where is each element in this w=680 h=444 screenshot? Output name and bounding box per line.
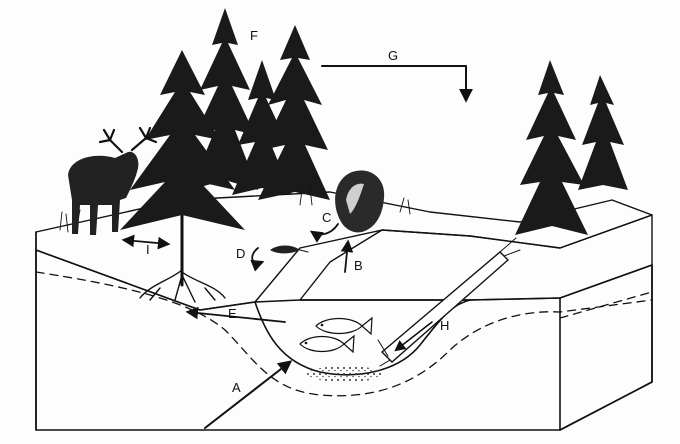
arrow-c xyxy=(309,223,339,243)
label-a: A xyxy=(232,380,241,395)
arrow-d xyxy=(250,247,265,272)
diagram-labels: A B C D E F G H I xyxy=(146,28,449,395)
bear xyxy=(335,170,385,233)
conifer-tree-right xyxy=(515,60,628,235)
label-b: B xyxy=(354,258,363,273)
arrow-h xyxy=(394,321,433,352)
conifer-tree-left xyxy=(120,50,245,303)
salmon-group xyxy=(299,316,373,354)
label-c: C xyxy=(322,210,331,225)
label-e: E xyxy=(228,306,237,321)
label-f: F xyxy=(250,28,258,43)
arrow-i xyxy=(121,234,171,250)
label-i: I xyxy=(146,242,150,257)
fallen-log xyxy=(377,237,521,367)
moose xyxy=(68,126,158,235)
arrow-g xyxy=(321,65,473,103)
salmon-fish-lower xyxy=(299,334,355,354)
label-d: D xyxy=(236,246,245,261)
arrow-a xyxy=(204,360,293,429)
conifer-tree-cluster xyxy=(190,8,330,200)
salmon-fish-upper xyxy=(315,316,373,336)
process-arrows xyxy=(121,65,473,429)
arrow-e xyxy=(185,306,286,323)
forest-trees xyxy=(59,8,628,303)
arrow-b xyxy=(340,239,354,273)
small-animal xyxy=(270,245,309,254)
label-g: G xyxy=(388,48,398,63)
label-h: H xyxy=(440,318,449,333)
terrain-block xyxy=(35,191,653,431)
